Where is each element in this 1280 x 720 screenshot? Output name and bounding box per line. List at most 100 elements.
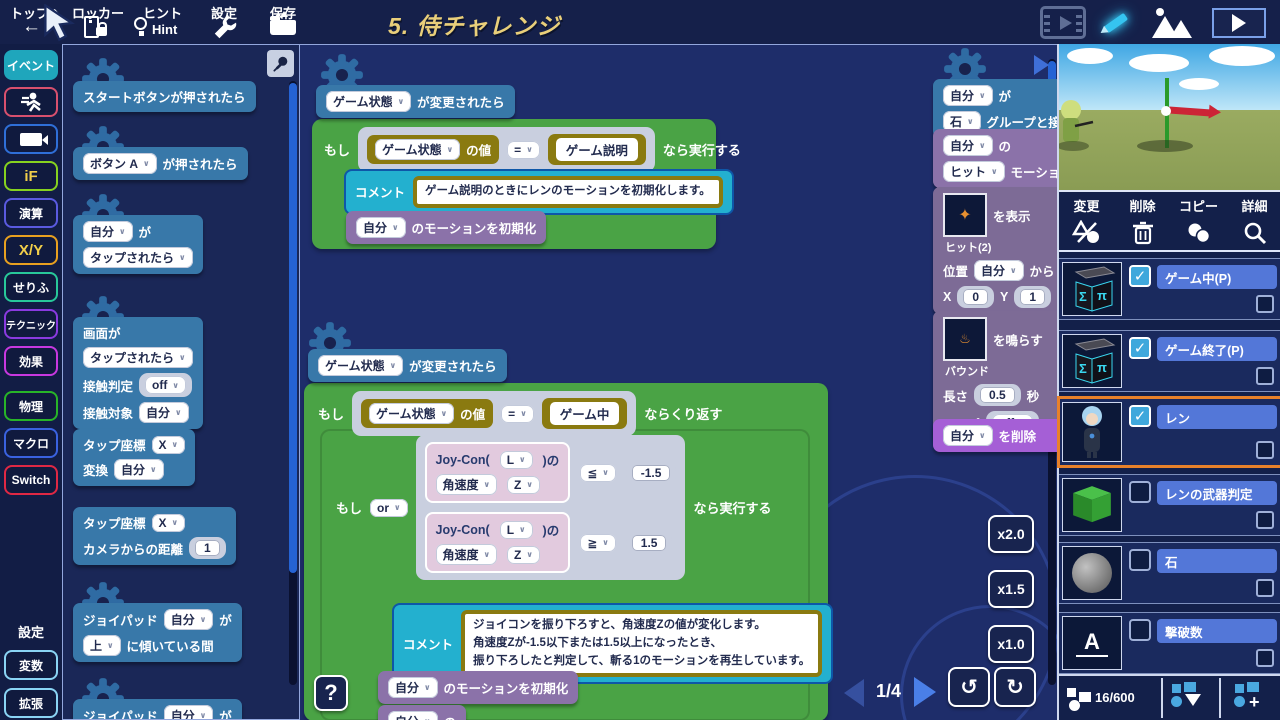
- object-list-item[interactable]: A 撃破数: [1059, 612, 1280, 674]
- change-button[interactable]: [1059, 218, 1114, 248]
- variable-dropdown[interactable]: ゲーム状態∨: [326, 91, 412, 112]
- visibility-checkbox[interactable]: ✓: [1129, 405, 1151, 427]
- palette-block-screen-tapped[interactable]: 画面が タップされたら∨ 接触判定 off∨ 接触対象 自分∨: [73, 317, 203, 429]
- contact-target-dropdown[interactable]: 自分∨: [139, 402, 189, 423]
- target-dropdown[interactable]: 自分∨: [388, 677, 438, 698]
- category-switch[interactable]: Switch: [4, 465, 58, 495]
- secondary-checkbox[interactable]: [1256, 511, 1274, 529]
- object-name[interactable]: レンの武器判定: [1157, 481, 1277, 505]
- joycon-sensor-block[interactable]: Joy-Con( L∨ )の 角速度∨ Z∨: [424, 512, 571, 573]
- visibility-checkbox[interactable]: ✓: [1129, 337, 1151, 359]
- menu-hint[interactable]: ヒント: [143, 6, 183, 21]
- action-block-init-motion[interactable]: 自分∨ のモーションを初期化: [378, 671, 579, 704]
- category-calc[interactable]: 演算: [4, 198, 58, 228]
- zoom-2x-button[interactable]: x2.0: [988, 515, 1034, 553]
- event-block-game-state-changed[interactable]: ゲーム状態∨ が変更されたら: [316, 85, 515, 118]
- axis-dropdown[interactable]: X∨: [151, 513, 186, 532]
- palette-block-start-button[interactable]: スタートボタンが押されたら: [73, 81, 256, 112]
- filter-objects-button[interactable]: [1172, 684, 1181, 693]
- secondary-checkbox[interactable]: [1256, 295, 1274, 313]
- target-dropdown[interactable]: 自分∨: [83, 221, 133, 242]
- constant-block[interactable]: ゲーム中: [541, 398, 628, 429]
- category-technique[interactable]: テクニック: [4, 309, 58, 339]
- target-dropdown[interactable]: 自分∨: [943, 135, 993, 156]
- compare-operator-dropdown[interactable]: ≧∨: [580, 533, 616, 552]
- category-physics[interactable]: 物理: [4, 391, 58, 421]
- variable-dropdown[interactable]: ゲーム状態∨: [369, 403, 455, 424]
- y-value-field[interactable]: 1: [1020, 289, 1046, 305]
- variable-dropdown[interactable]: ゲーム状態∨: [375, 139, 461, 160]
- category-events[interactable]: イベント: [4, 50, 58, 80]
- x-value-field[interactable]: 0: [963, 289, 989, 305]
- gizmo-origin[interactable]: [1161, 106, 1171, 116]
- object-list-item[interactable]: Σ π ✓ ゲーム中(P): [1059, 258, 1280, 320]
- object-list-item[interactable]: Σ π ✓ ゲーム終了(P): [1059, 330, 1280, 392]
- logic-operator-dropdown[interactable]: or∨: [370, 498, 408, 517]
- joycon-side-dropdown[interactable]: L∨: [499, 520, 533, 539]
- contact-toggle-dropdown[interactable]: off∨: [145, 376, 186, 394]
- secondary-checkbox[interactable]: [1256, 441, 1274, 459]
- object-name[interactable]: レン: [1157, 405, 1277, 429]
- comment-block[interactable]: コメント ゲーム説明のときにレンのモーションを初期化します。: [344, 169, 734, 215]
- category-effect[interactable]: 効果: [4, 346, 58, 376]
- constant-block[interactable]: ゲーム説明: [547, 134, 646, 165]
- direction-dropdown[interactable]: 上∨: [83, 635, 121, 656]
- motion-dropdown[interactable]: ヒット∨: [943, 161, 1005, 182]
- edit-pencil-icon[interactable]: [1098, 10, 1134, 37]
- button-dropdown[interactable]: ボタン A∨: [83, 153, 157, 174]
- target-dropdown[interactable]: 自分∨: [163, 609, 214, 630]
- joycon-sensor-block[interactable]: Joy-Con( L∨ )の 角速度∨ Z∨: [424, 442, 571, 503]
- object-list-item[interactable]: レンの武器判定: [1059, 474, 1280, 536]
- palette-block-tap-coord-convert[interactable]: タップ座標 X∨ 変換 自分∨: [73, 429, 196, 486]
- category-character[interactable]: [4, 87, 58, 117]
- target-dropdown[interactable]: 自分∨: [943, 425, 993, 446]
- compare-operator-dropdown[interactable]: ≦∨: [580, 463, 616, 482]
- group-dropdown[interactable]: 石∨: [943, 111, 981, 132]
- threshold-value-field[interactable]: -1.5: [631, 464, 671, 481]
- secondary-checkbox[interactable]: [1256, 367, 1274, 385]
- object-name[interactable]: ゲーム中(P): [1157, 265, 1277, 289]
- operator-dropdown[interactable]: =∨: [507, 140, 540, 159]
- canvas-expand-icon[interactable]: [1034, 55, 1049, 75]
- threshold-value-field[interactable]: 1.5: [631, 534, 667, 551]
- action-block-init-motion[interactable]: 自分∨ のモーションを初期化: [346, 211, 547, 244]
- help-button[interactable]: ?: [314, 675, 348, 711]
- category-if[interactable]: iF: [4, 161, 58, 191]
- variable-value-block[interactable]: ゲーム状態∨ の値: [367, 135, 500, 164]
- joycon-side-dropdown[interactable]: L∨: [499, 450, 533, 469]
- category-extension[interactable]: 拡張: [4, 688, 58, 718]
- palette-block-tap-coord-camera[interactable]: タップ座標 X∨ カメラからの距離 1: [73, 507, 236, 565]
- copy-button[interactable]: [1171, 218, 1226, 248]
- object-list-item-selected[interactable]: ✓ レン: [1057, 396, 1280, 468]
- sensor-type-dropdown[interactable]: 角速度∨: [435, 474, 498, 495]
- event-block-game-state-changed[interactable]: ゲーム状態∨ が変更されたら: [308, 349, 507, 382]
- target-dropdown[interactable]: 自分∨: [388, 711, 438, 720]
- visibility-checkbox[interactable]: [1129, 619, 1151, 641]
- delete-button[interactable]: [1115, 218, 1170, 248]
- detail-button[interactable]: [1227, 218, 1280, 248]
- undo-button[interactable]: ↺: [948, 667, 990, 707]
- page-next-button[interactable]: [914, 677, 936, 707]
- action-block-play-motion[interactable]: 自分∨ の ヒット∨ モーションを: [933, 129, 1057, 188]
- play-button[interactable]: [1212, 8, 1266, 38]
- duration-value-field[interactable]: 0.5: [980, 387, 1015, 403]
- pin-button[interactable]: [267, 50, 294, 77]
- palette-block-self-tapped[interactable]: 自分∨ が タップされたら∨: [73, 215, 203, 274]
- menu-settings[interactable]: 設定: [211, 6, 238, 21]
- visibility-checkbox[interactable]: [1129, 481, 1151, 503]
- event-block-group-contact[interactable]: 自分∨ が 石∨ グループと接: [933, 79, 1057, 138]
- object-name[interactable]: 石: [1157, 549, 1277, 573]
- secondary-checkbox[interactable]: [1256, 579, 1274, 597]
- zoom-1-5x-button[interactable]: x1.5: [988, 570, 1034, 608]
- object-name[interactable]: 撃破数: [1157, 619, 1277, 643]
- visibility-checkbox[interactable]: [1129, 549, 1151, 571]
- redo-button[interactable]: ↻: [994, 667, 1036, 707]
- add-object-button[interactable]: [1235, 684, 1244, 693]
- comment-block[interactable]: コメント ジョイコンを振り下ろすと、角速度Zの値が変化します。 角速度Zが-1.…: [392, 603, 834, 685]
- sensor-type-dropdown[interactable]: 角速度∨: [435, 544, 498, 565]
- event-type-dropdown[interactable]: タップされたら∨: [83, 247, 193, 268]
- axis-dropdown[interactable]: X∨: [151, 435, 186, 454]
- palette-block-joypad[interactable]: ジョイパッド 自分∨ が: [73, 699, 242, 719]
- object-list-item[interactable]: 石: [1059, 542, 1280, 604]
- video-mode-icon[interactable]: [1040, 6, 1086, 39]
